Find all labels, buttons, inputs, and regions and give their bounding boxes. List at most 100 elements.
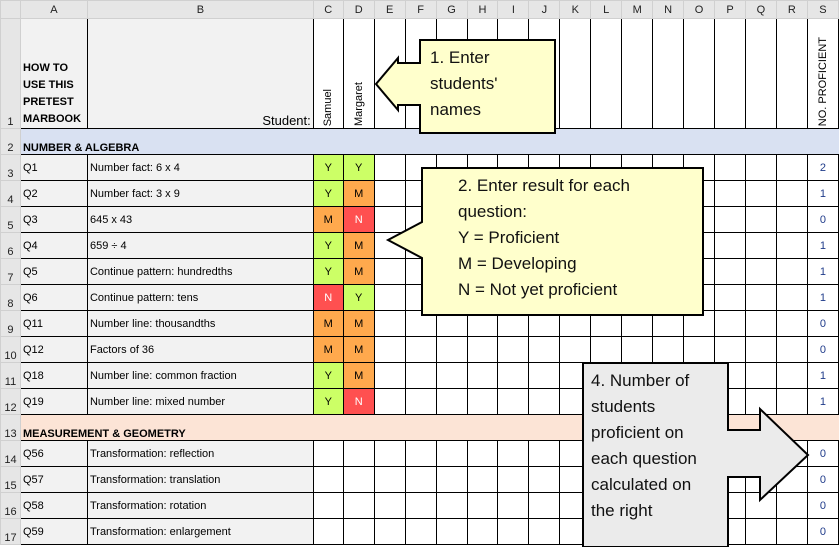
empty-cell[interactable] (714, 154, 746, 181)
empty-cell[interactable] (435, 362, 468, 389)
result-cell[interactable]: Y (312, 180, 344, 207)
empty-cell[interactable] (744, 180, 777, 207)
empty-cell[interactable] (744, 388, 777, 415)
empty-cell[interactable] (404, 518, 437, 545)
empty-cell[interactable] (590, 18, 623, 129)
empty-cell[interactable] (466, 388, 499, 415)
empty-cell[interactable] (435, 518, 468, 545)
proficient-count[interactable]: 0 (806, 466, 839, 493)
question-id[interactable]: Q19 (19, 388, 88, 415)
empty-cell[interactable] (435, 440, 468, 467)
empty-cell[interactable] (744, 310, 777, 337)
result-cell[interactable]: M (342, 232, 375, 259)
proficient-count[interactable]: 1 (806, 258, 839, 285)
empty-cell[interactable] (775, 284, 808, 311)
empty-cell[interactable] (373, 388, 406, 415)
empty-cell[interactable] (528, 518, 561, 545)
empty-cell[interactable] (373, 466, 406, 493)
column-header-H[interactable]: H (466, 0, 499, 19)
question-description[interactable]: Number line: common fraction (86, 362, 314, 389)
empty-cell[interactable] (621, 18, 654, 129)
empty-cell[interactable] (744, 18, 777, 129)
result-cell[interactable]: Y (312, 388, 344, 415)
result-cell[interactable]: Y (312, 362, 344, 389)
empty-cell[interactable] (775, 18, 808, 129)
row-header[interactable]: 2 (0, 128, 21, 155)
empty-cell[interactable] (404, 492, 437, 519)
question-id[interactable]: Q11 (19, 310, 88, 337)
result-cell[interactable]: Y (312, 232, 344, 259)
empty-cell[interactable] (590, 336, 623, 363)
empty-cell[interactable] (497, 518, 530, 545)
empty-cell[interactable] (744, 258, 777, 285)
proficient-count[interactable]: 0 (806, 206, 839, 233)
empty-cell[interactable] (652, 18, 685, 129)
empty-cell[interactable] (373, 284, 406, 311)
question-description[interactable]: 645 x 43 (86, 206, 314, 233)
question-id[interactable]: Q18 (19, 362, 88, 389)
column-header-B[interactable]: B (86, 0, 314, 19)
proficient-count[interactable]: 0 (806, 336, 839, 363)
empty-cell[interactable] (775, 258, 808, 285)
empty-cell[interactable] (466, 518, 499, 545)
question-id[interactable]: Q6 (19, 284, 88, 311)
result-cell[interactable]: M (342, 362, 375, 389)
result-cell[interactable]: Y (312, 154, 344, 181)
column-header-P[interactable]: P (714, 0, 746, 19)
row-header[interactable]: 13 (0, 414, 21, 441)
column-header-E[interactable]: E (373, 0, 406, 19)
empty-cell[interactable] (528, 440, 561, 467)
question-description[interactable]: Number fact: 3 x 9 (86, 180, 314, 207)
question-id[interactable]: Q5 (19, 258, 88, 285)
empty-cell[interactable] (373, 362, 406, 389)
result-cell[interactable] (312, 518, 344, 545)
column-header-D[interactable]: D (342, 0, 375, 19)
empty-cell[interactable] (683, 18, 716, 129)
column-header-S[interactable]: S (806, 0, 839, 19)
result-cell[interactable] (312, 492, 344, 519)
row-header[interactable]: 16 (0, 492, 21, 519)
empty-cell[interactable] (497, 362, 530, 389)
question-description[interactable]: Transformation: enlargement (86, 518, 314, 545)
empty-cell[interactable] (744, 336, 777, 363)
count-header-cell[interactable]: NO. PROFICIENT (806, 18, 839, 129)
empty-cell[interactable] (744, 284, 777, 311)
empty-cell[interactable] (373, 518, 406, 545)
proficient-count[interactable]: 0 (806, 492, 839, 519)
proficient-count[interactable]: 0 (806, 518, 839, 545)
result-cell[interactable]: M (342, 258, 375, 285)
empty-cell[interactable] (373, 258, 406, 285)
empty-cell[interactable] (435, 492, 468, 519)
question-id[interactable]: Q1 (19, 154, 88, 181)
proficient-count[interactable]: 0 (806, 310, 839, 337)
row-header[interactable]: 15 (0, 466, 21, 493)
result-cell[interactable]: N (342, 206, 375, 233)
result-cell[interactable]: Y (342, 284, 375, 311)
result-cell[interactable]: M (342, 336, 375, 363)
row-header[interactable]: 17 (0, 518, 21, 545)
result-cell[interactable]: N (342, 388, 375, 415)
row-header[interactable]: 6 (0, 232, 21, 259)
empty-cell[interactable] (373, 310, 406, 337)
column-header-F[interactable]: F (404, 0, 437, 19)
empty-cell[interactable] (435, 388, 468, 415)
question-description[interactable]: Number line: mixed number (86, 388, 314, 415)
empty-cell[interactable] (435, 336, 468, 363)
question-id[interactable]: Q56 (19, 440, 88, 467)
row-header[interactable]: 12 (0, 388, 21, 415)
result-cell[interactable]: M (312, 336, 344, 363)
column-header-K[interactable]: K (559, 0, 592, 19)
column-header-M[interactable]: M (621, 0, 654, 19)
empty-cell[interactable] (373, 154, 406, 181)
student-name-cell[interactable]: Samuel (312, 18, 344, 129)
result-cell[interactable]: M (312, 206, 344, 233)
result-cell[interactable]: N (312, 284, 344, 311)
row-header[interactable]: 1 (0, 18, 21, 129)
question-description[interactable]: Continue pattern: hundredths (86, 258, 314, 285)
empty-cell[interactable] (466, 362, 499, 389)
empty-cell[interactable] (528, 492, 561, 519)
empty-cell[interactable] (528, 336, 561, 363)
result-cell[interactable] (342, 492, 375, 519)
column-header-L[interactable]: L (590, 0, 623, 19)
result-cell[interactable] (312, 466, 344, 493)
